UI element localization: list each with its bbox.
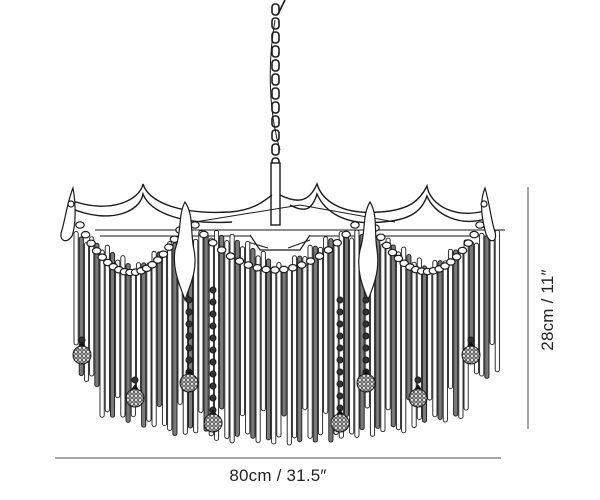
center-stem xyxy=(270,162,281,226)
hanging-chain xyxy=(269,0,286,170)
width-dimension-line xyxy=(55,457,501,459)
height-dimension-label: 28cm / 11″ xyxy=(538,269,557,351)
glass-rod-fringe xyxy=(73,229,500,446)
width-dimension-label: 80cm / 31.5″ xyxy=(229,466,327,485)
crystal-drops xyxy=(72,286,481,433)
height-dimension-line xyxy=(527,187,529,429)
scalloped-frame xyxy=(69,182,505,251)
leaf-ornaments xyxy=(60,185,497,302)
